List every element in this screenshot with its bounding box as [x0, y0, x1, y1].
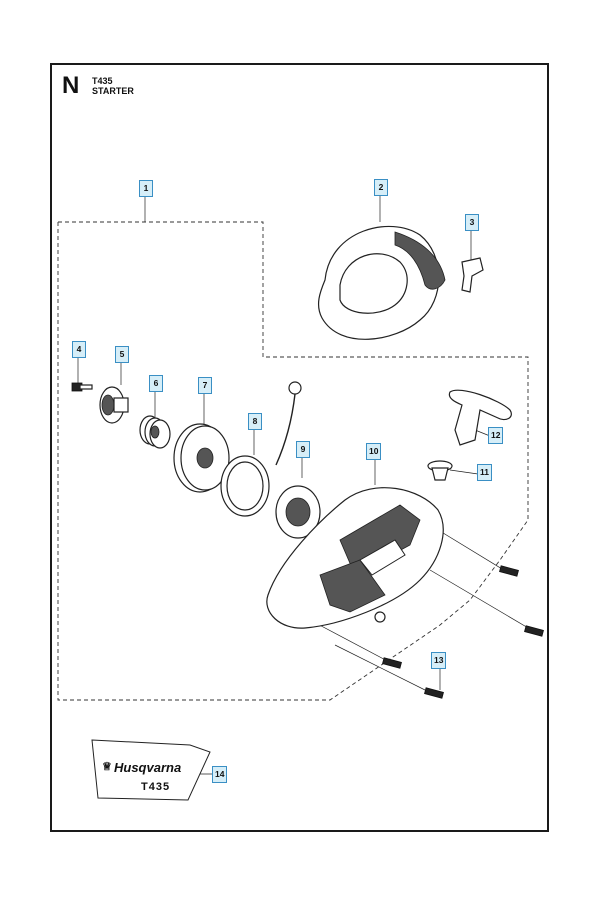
decal-brand: Husqvarna: [114, 760, 182, 775]
callout-4: 4: [72, 341, 86, 358]
rope-part: [275, 381, 302, 466]
leader-lines: [77, 195, 536, 775]
callout-9: 9: [296, 441, 310, 458]
callout-7: 7: [198, 377, 212, 394]
decal-logo-icon: ♕: [102, 761, 112, 773]
callout-3: 3: [465, 214, 479, 231]
bushing-part: [427, 460, 453, 481]
callout-14: 14: [212, 766, 228, 783]
model-label: T435: [92, 76, 113, 86]
housing-screws: [382, 565, 544, 699]
fan-housing: [266, 487, 444, 629]
assembly-boundary: [57, 221, 529, 701]
callout-13: 13: [431, 652, 447, 669]
starter-cover: [317, 225, 446, 340]
callout-5: 5: [115, 346, 129, 363]
pawl-part: [461, 257, 484, 293]
callout-10: 10: [366, 443, 382, 460]
hub-part: [99, 386, 129, 424]
callout-12: 12: [488, 427, 504, 444]
callout-6: 6: [149, 375, 163, 392]
screw-part: [71, 382, 93, 392]
ring-part: [220, 455, 270, 517]
section-title: STARTER: [92, 86, 134, 96]
title-block: T435 STARTER: [92, 76, 134, 96]
callout-11: 11: [477, 464, 492, 481]
pulley-part: [173, 423, 230, 493]
section-letter: N: [62, 72, 80, 99]
spring-part: [139, 415, 171, 449]
handle-part: [448, 389, 512, 446]
decal-model: T435: [141, 781, 171, 793]
callout-2: 2: [374, 179, 388, 196]
recoil-spring-part: [275, 485, 321, 539]
callout-1: 1: [139, 180, 153, 197]
callout-8: 8: [248, 413, 262, 430]
decal-part: [91, 739, 211, 801]
